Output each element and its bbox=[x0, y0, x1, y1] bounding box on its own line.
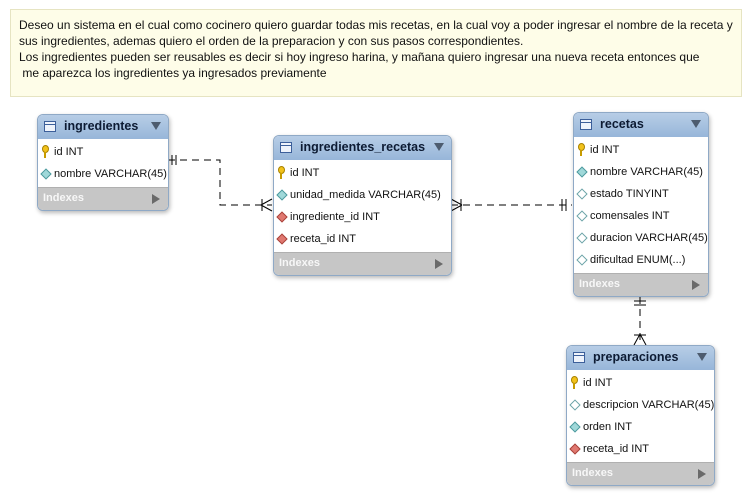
table-header[interactable]: ingredientes_recetas bbox=[274, 136, 451, 160]
column-row[interactable]: receta_id INT bbox=[567, 438, 714, 460]
nullable-column-icon bbox=[576, 210, 588, 222]
indexes-label: Indexes bbox=[43, 192, 84, 204]
column-label: duracion VARCHAR(45) bbox=[590, 232, 708, 244]
indexes-label: Indexes bbox=[579, 278, 620, 290]
expand-arrow-icon[interactable] bbox=[435, 259, 443, 269]
crow-foot-2a bbox=[450, 198, 463, 206]
nullable-column-icon bbox=[576, 254, 588, 266]
nullable-column-icon bbox=[569, 399, 581, 411]
note-line-1: Deseo un sistema en el cual como cociner… bbox=[19, 18, 733, 32]
note-line-4: me aparezca los ingredientes ya ingresad… bbox=[19, 66, 327, 80]
column-row[interactable]: id INT bbox=[38, 141, 168, 163]
note-line-3: Los ingredientes pueden ser reusables es… bbox=[19, 50, 700, 64]
collapse-arrow-icon[interactable] bbox=[691, 120, 701, 128]
collapse-arrow-icon[interactable] bbox=[697, 353, 707, 361]
column-row[interactable]: orden INT bbox=[567, 416, 714, 438]
table-title: ingredientes_recetas bbox=[300, 140, 426, 154]
collapse-arrow-icon[interactable] bbox=[151, 122, 161, 130]
indexes-label: Indexes bbox=[279, 257, 320, 269]
foreign-key-icon bbox=[569, 443, 581, 455]
indexes-bar[interactable]: Indexes bbox=[567, 462, 714, 485]
note-line-2: sus ingredientes, ademas quiero el orden… bbox=[19, 34, 524, 48]
table-title: ingredientes bbox=[64, 119, 139, 133]
column-label: unidad_medida VARCHAR(45) bbox=[290, 189, 441, 201]
expand-arrow-icon[interactable] bbox=[698, 469, 706, 479]
column-row[interactable]: id INT bbox=[274, 162, 451, 184]
column-row[interactable]: nombre VARCHAR(45) bbox=[38, 163, 168, 185]
foreign-key-icon bbox=[276, 233, 288, 245]
column-label: receta_id INT bbox=[583, 443, 650, 455]
not-null-column-icon bbox=[576, 166, 588, 178]
column-label: estado TINYINT bbox=[590, 188, 669, 200]
not-null-column-icon bbox=[40, 168, 52, 180]
column-row[interactable]: id INT bbox=[574, 139, 708, 161]
column-row[interactable]: ingrediente_id INT bbox=[274, 206, 451, 228]
column-label: comensales INT bbox=[590, 210, 670, 222]
connector-ingredientes-ingredientes-recetas bbox=[168, 159, 272, 206]
crow-foot-2b bbox=[450, 204, 463, 212]
indexes-bar[interactable]: Indexes bbox=[574, 273, 708, 296]
column-row[interactable]: duracion VARCHAR(45) bbox=[574, 227, 708, 249]
indexes-label: Indexes bbox=[572, 467, 613, 479]
crow-foot-1a bbox=[260, 198, 273, 206]
column-label: nombre VARCHAR(45) bbox=[590, 166, 703, 178]
table-icon bbox=[580, 119, 592, 130]
foreign-key-icon bbox=[276, 211, 288, 223]
column-row[interactable]: unidad_medida VARCHAR(45) bbox=[274, 184, 451, 206]
crow-foot-3a bbox=[633, 333, 641, 346]
column-label: id INT bbox=[54, 146, 84, 158]
table-icon bbox=[44, 121, 56, 132]
table-header[interactable]: preparaciones bbox=[567, 346, 714, 370]
column-label: descripcion VARCHAR(45) bbox=[583, 399, 715, 411]
table-header[interactable]: ingredientes bbox=[38, 115, 168, 139]
table-preparaciones[interactable]: preparaciones id INT descripcion VARCHAR… bbox=[566, 345, 715, 486]
indexes-bar[interactable]: Indexes bbox=[274, 252, 451, 275]
table-icon bbox=[573, 352, 585, 363]
primary-key-icon bbox=[578, 143, 585, 156]
column-label: id INT bbox=[583, 377, 613, 389]
nullable-column-icon bbox=[576, 232, 588, 244]
column-label: dificultad ENUM(...) bbox=[590, 254, 686, 266]
table-title: recetas bbox=[600, 117, 644, 131]
description-note: Deseo un sistema en el cual como cociner… bbox=[10, 9, 742, 97]
column-label: receta_id INT bbox=[290, 233, 357, 245]
primary-key-icon bbox=[42, 145, 49, 158]
column-row[interactable]: id INT bbox=[567, 372, 714, 394]
column-row[interactable]: descripcion VARCHAR(45) bbox=[567, 394, 714, 416]
column-row[interactable]: comensales INT bbox=[574, 205, 708, 227]
column-label: orden INT bbox=[583, 421, 632, 433]
not-null-column-icon bbox=[276, 189, 288, 201]
primary-key-icon bbox=[278, 166, 285, 179]
not-null-column-icon bbox=[569, 421, 581, 433]
table-title: preparaciones bbox=[593, 350, 679, 364]
column-row[interactable]: dificultad ENUM(...) bbox=[574, 249, 708, 271]
column-row[interactable]: estado TINYINT bbox=[574, 183, 708, 205]
table-icon bbox=[280, 142, 292, 153]
table-ingredientes-recetas[interactable]: ingredientes_recetas id INT unidad_medid… bbox=[273, 135, 452, 276]
crow-foot-3b bbox=[639, 333, 647, 346]
table-ingredientes[interactable]: ingredientes id INT nombre VARCHAR(45) I… bbox=[37, 114, 169, 211]
column-label: ingrediente_id INT bbox=[290, 211, 380, 223]
expand-arrow-icon[interactable] bbox=[692, 280, 700, 290]
primary-key-icon bbox=[571, 376, 578, 389]
expand-arrow-icon[interactable] bbox=[152, 194, 160, 204]
column-label: id INT bbox=[590, 144, 620, 156]
nullable-column-icon bbox=[576, 188, 588, 200]
column-row[interactable]: receta_id INT bbox=[274, 228, 451, 250]
collapse-arrow-icon[interactable] bbox=[434, 143, 444, 151]
indexes-bar[interactable]: Indexes bbox=[38, 187, 168, 210]
table-recetas[interactable]: recetas id INT nombre VARCHAR(45) estado… bbox=[573, 112, 709, 297]
column-label: nombre VARCHAR(45) bbox=[54, 168, 167, 180]
crow-foot-1b bbox=[260, 204, 273, 212]
column-row[interactable]: nombre VARCHAR(45) bbox=[574, 161, 708, 183]
table-header[interactable]: recetas bbox=[574, 113, 708, 137]
column-label: id INT bbox=[290, 167, 320, 179]
